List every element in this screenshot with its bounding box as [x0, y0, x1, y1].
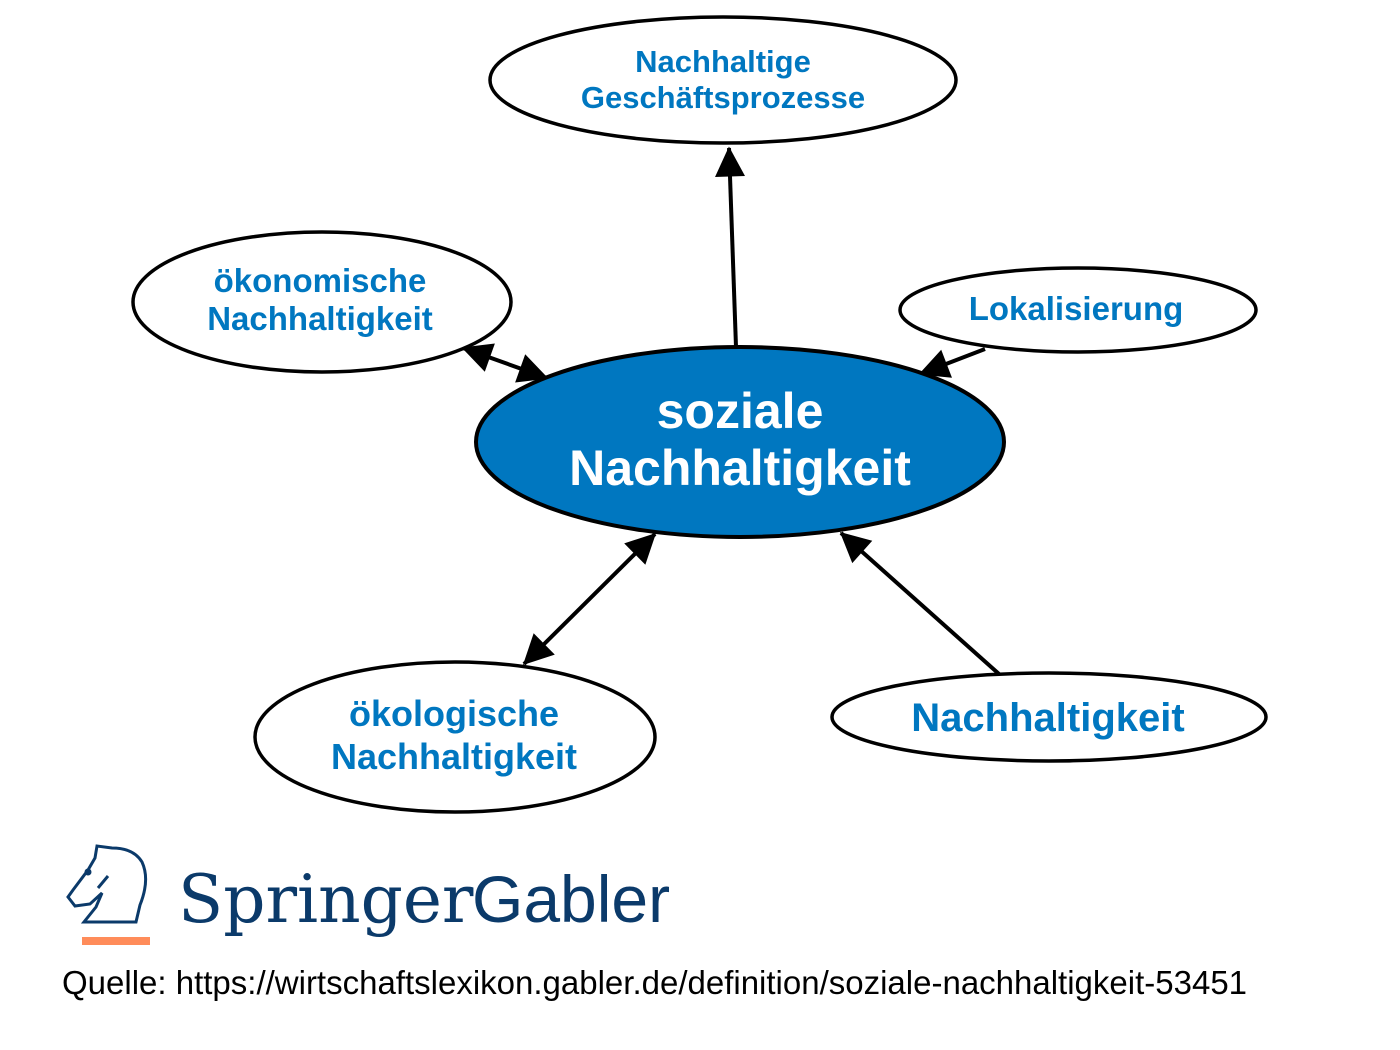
node-lokalisierung[interactable]: Lokalisierung: [898, 266, 1258, 354]
springer-gabler-logo: Springer Gabler: [66, 844, 670, 945]
node-label: Nachhaltigkeit: [207, 300, 433, 337]
node-label: Nachhaltige: [635, 44, 811, 79]
edge-center-to-geschaeftsprozesse: [715, 146, 746, 348]
edge-nachhaltigkeit-to-center: [839, 531, 1001, 676]
center-label: soziale: [657, 383, 824, 439]
logo-springer-text: Springer: [178, 861, 474, 938]
logo-accent-bar: [82, 937, 150, 945]
node-label: Nachhaltigkeit: [911, 696, 1184, 740]
edge-lokalisierung-to-center: [918, 347, 986, 378]
logo-gabler-text: Gabler: [472, 862, 670, 936]
center-label: Nachhaltigkeit: [569, 440, 911, 496]
source-caption: Quelle: https://wirtschaftslexikon.gable…: [62, 964, 1248, 1001]
knight-horse-icon: [66, 844, 148, 924]
node-label: Geschäftsprozesse: [581, 80, 865, 115]
node-label: Nachhaltigkeit: [331, 736, 577, 777]
node-label: ökologische: [349, 693, 559, 734]
node-label: Lokalisierung: [969, 290, 1184, 327]
node-label: ökonomische: [214, 262, 427, 299]
edge-oekonomische-center: [461, 343, 549, 383]
edge-oekologische-center: [522, 532, 657, 666]
node-nachhaltigkeit[interactable]: Nachhaltigkeit: [830, 671, 1268, 763]
